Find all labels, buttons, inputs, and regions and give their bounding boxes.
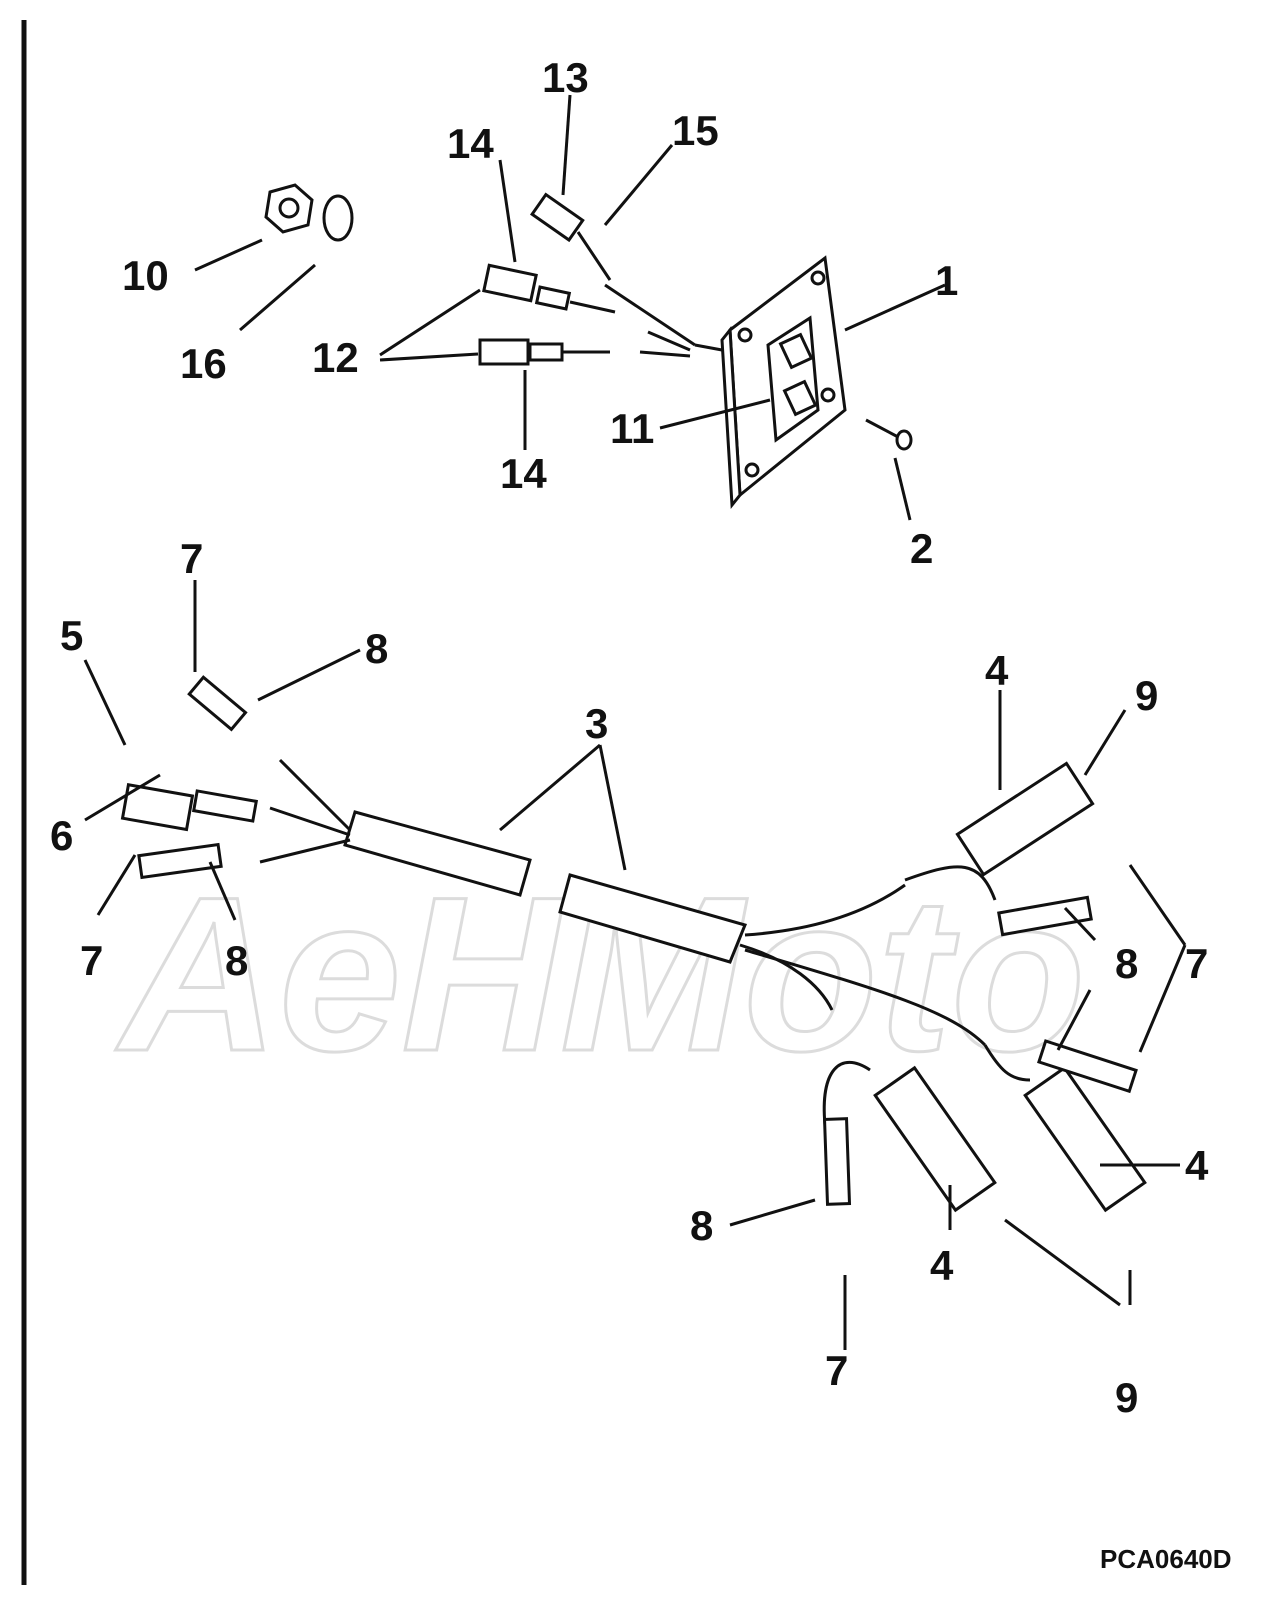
callout-4-c: 4 [930,1242,954,1289]
callout-3: 3 [585,700,608,747]
right-leads [739,865,1031,1126]
callout-2: 2 [910,525,933,572]
hex-nut [264,183,314,234]
switch-leads [478,192,723,366]
callout-10: 10 [122,252,169,299]
callouts: 13 15 14 10 16 12 14 1 11 2 7 8 5 6 7 8 … [50,54,1209,1421]
callout-15: 15 [672,107,719,154]
callout-8-d: 8 [690,1202,713,1249]
left-leads [120,675,352,880]
callout-9-a: 9 [1135,672,1158,719]
callout-9-b: 9 [1115,1374,1138,1421]
callout-7-d: 7 [825,1347,848,1394]
callout-14-bottom: 14 [500,450,547,497]
callout-4-a: 4 [985,647,1009,694]
drawing-code: PCA0640D [1100,1544,1232,1574]
leader-lines [83,94,1187,1350]
callout-13: 13 [542,54,589,101]
callout-8-b: 8 [225,937,248,984]
callout-7-a: 7 [180,535,203,582]
right-terminals [822,895,1138,1206]
callout-14-top: 14 [447,120,494,167]
switch-panel [720,255,847,509]
washer [322,194,354,242]
sleeves [873,761,1147,1213]
callout-1: 1 [935,257,958,304]
main-cable [343,810,748,964]
callout-5: 5 [60,612,83,659]
callout-7-c: 7 [1185,940,1208,987]
callout-8-c: 8 [1115,940,1138,987]
callout-6: 6 [50,812,73,859]
callout-11: 11 [610,405,654,452]
callout-12: 12 [312,334,359,381]
screw [865,418,913,451]
callout-16: 16 [180,340,227,387]
callout-8-a: 8 [365,625,388,672]
callout-7-b: 7 [80,937,103,984]
callout-4-b: 4 [1185,1142,1209,1189]
